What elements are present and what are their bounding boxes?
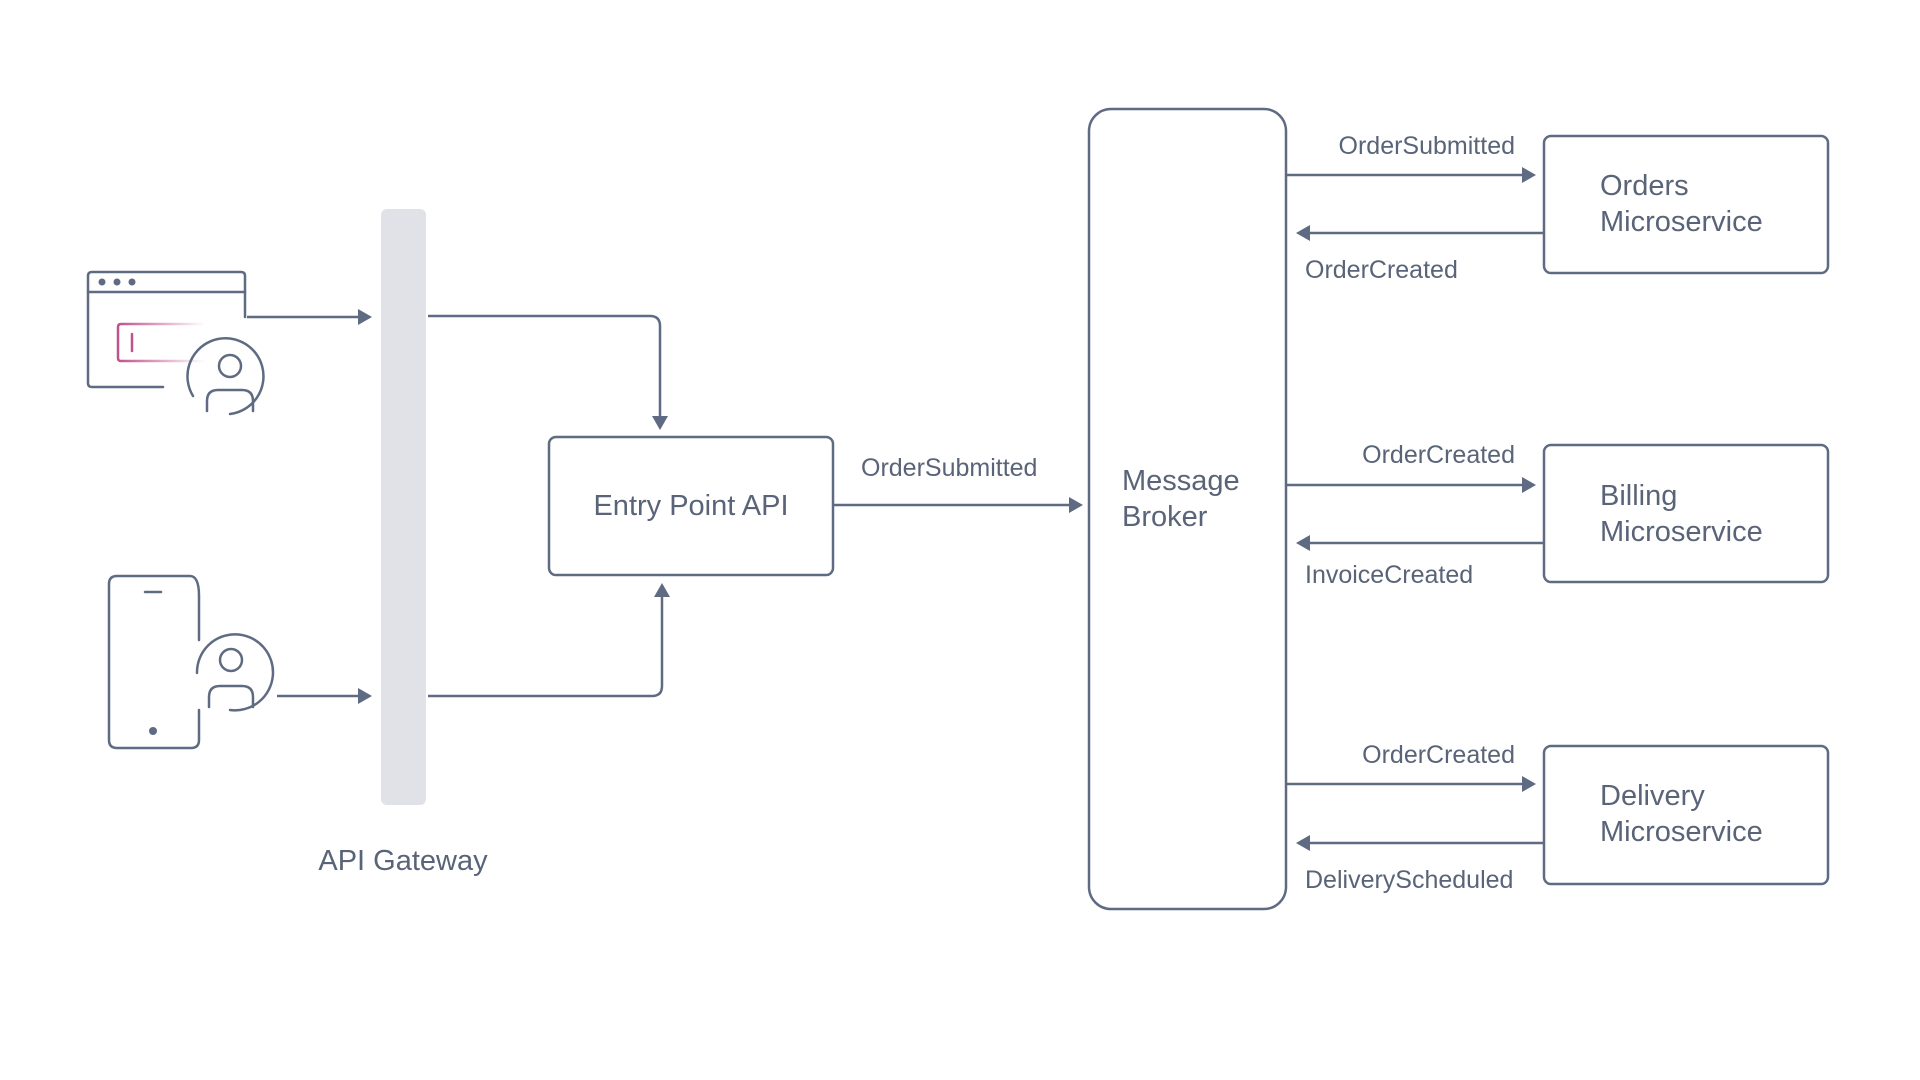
message-broker-label-line2: Broker	[1122, 501, 1208, 533]
billing-microservice-box: Billing Microservice	[1542, 443, 1830, 584]
entry-point-api-label: Entry Point API	[593, 490, 788, 522]
delivery-microservice-label-line1: Delivery	[1600, 780, 1705, 812]
orders-microservice-label-line2: Microservice	[1600, 206, 1763, 238]
orders-out-event-label: OrderCreated	[1305, 256, 1458, 284]
entry-to-broker-arrow	[834, 497, 1083, 513]
mobile-client-to-gateway-arrow	[277, 688, 372, 704]
broker-to-orders-arrow	[1287, 167, 1536, 183]
billing-to-broker-arrow	[1296, 535, 1543, 551]
billing-microservice-label-line1: Billing	[1600, 480, 1677, 512]
web-client-to-gateway-arrow	[247, 309, 372, 325]
broker-to-delivery-arrow	[1287, 776, 1536, 792]
orders-microservice-box: Orders Microservice	[1542, 134, 1830, 275]
api-gateway-bar	[381, 209, 426, 805]
message-broker-label-line1: Message	[1122, 465, 1240, 497]
gateway-to-entry-bottom-arrow	[428, 583, 670, 698]
orders-to-broker-arrow	[1296, 225, 1543, 241]
billing-out-event-label: InvoiceCreated	[1305, 561, 1473, 589]
order-submitted-event-label: OrderSubmitted	[861, 454, 1037, 482]
delivery-microservice-label-line2: Microservice	[1600, 816, 1763, 848]
delivery-microservice-box: Delivery Microservice	[1542, 744, 1830, 886]
billing-in-event-label: OrderCreated	[1362, 441, 1515, 469]
delivery-in-event-label: OrderCreated	[1362, 741, 1515, 769]
entry-point-api-box: Entry Point API	[547, 435, 835, 577]
broker-to-billing-arrow	[1287, 477, 1536, 493]
gateway-to-entry-top-arrow	[428, 314, 668, 430]
mobile-client-icon	[107, 574, 275, 750]
billing-microservice-label-line2: Microservice	[1600, 516, 1763, 548]
orders-in-event-label: OrderSubmitted	[1339, 132, 1515, 160]
message-broker-box: Message Broker	[1087, 107, 1288, 911]
orders-microservice-label-line1: Orders	[1600, 170, 1689, 202]
delivery-out-event-label: DeliveryScheduled	[1305, 866, 1513, 894]
web-client-icon	[86, 270, 265, 416]
api-gateway-label: API Gateway	[318, 845, 488, 877]
delivery-to-broker-arrow	[1296, 835, 1543, 851]
